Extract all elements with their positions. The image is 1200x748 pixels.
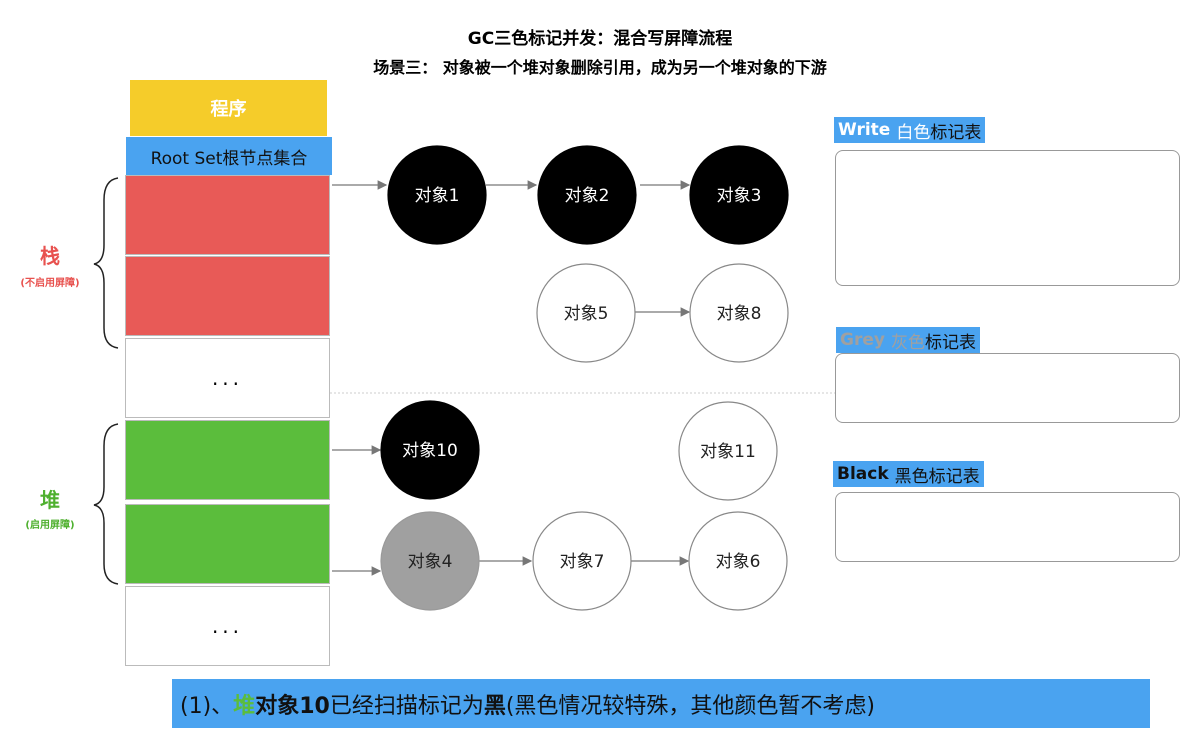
grey-table-color-word: 灰色 [890, 332, 925, 353]
step-number: (1)、 [180, 693, 234, 719]
node-circle [380, 511, 480, 611]
black-table-en: Black [837, 464, 889, 484]
grey-table-header: Grey 灰色 标记表 [836, 327, 980, 353]
node-obj7: 对象7 [532, 511, 632, 611]
node-obj4: 对象4 [380, 511, 480, 611]
stack-brace [93, 177, 119, 349]
diagram-subtitle: 场景三： 对象被一个堆对象删除引用，成为另一个堆对象的下游 [373, 58, 827, 77]
step-caption: (1)、 堆 对象10 已经扫描标记为 黑 (黑色情况较特殊，其他颜色暂不考虑) [172, 679, 1150, 728]
step-middle: 已经扫描标记为 [329, 693, 484, 719]
heap-cell [125, 504, 330, 584]
heap-note: (启用屏障) [25, 520, 75, 531]
node-circle [536, 263, 636, 363]
heap-brace [93, 423, 119, 585]
white-table-color-word: 白色 [896, 122, 931, 143]
step-suffix: (黑色情况较特殊，其他颜色暂不考虑) [505, 693, 876, 719]
node-circle [532, 511, 632, 611]
node-circle [387, 145, 487, 245]
stack-label: 栈 [40, 244, 60, 268]
black-table-color-word: 黑色 [894, 466, 929, 487]
node-circle [688, 511, 788, 611]
node-circle [689, 263, 789, 363]
node-label: 对象5 [564, 304, 609, 324]
step-heap-word: 堆 [233, 693, 256, 719]
node-label: 对象8 [717, 304, 762, 324]
node-obj5: 对象5 [536, 263, 636, 363]
step-object: 对象10 [255, 693, 330, 719]
heap-ellipsis-cell: ... [125, 586, 330, 666]
stack-cell [125, 256, 330, 336]
stack-cell [125, 175, 330, 255]
node-circle [380, 400, 480, 500]
node-label: 对象1 [415, 186, 460, 206]
diagram-title: GC三色标记并发：混合写屏障流程 [467, 29, 733, 49]
node-label: 对象4 [408, 552, 453, 572]
grey-mark-table [835, 353, 1180, 423]
heap-label: 堆 [40, 488, 60, 512]
step-black-word: 黑 [483, 693, 506, 719]
black-mark-table [835, 492, 1180, 562]
node-circle [689, 145, 789, 245]
black-table-title-rest: 标记表 [928, 466, 980, 487]
node-label: 对象10 [402, 441, 458, 461]
white-table-en: Write [838, 120, 891, 140]
node-label: 对象7 [560, 552, 605, 572]
node-circle [678, 401, 778, 501]
node-obj6: 对象6 [688, 511, 788, 611]
rootset-block: Root Set根节点集合 [126, 137, 332, 175]
node-obj3: 对象3 [689, 145, 789, 245]
program-block: 程序 [130, 80, 327, 136]
node-circle [537, 145, 637, 245]
node-obj1: 对象1 [387, 145, 487, 245]
heap-cell [125, 420, 330, 500]
node-obj8: 对象8 [689, 263, 789, 363]
node-obj10: 对象10 [380, 400, 480, 500]
node-label: 对象6 [716, 552, 761, 572]
node-label: 对象11 [700, 442, 756, 462]
stack-note: (不启用屏障) [20, 278, 80, 289]
grey-table-title-rest: 标记表 [924, 332, 976, 353]
node-obj2: 对象2 [537, 145, 637, 245]
white-mark-table [835, 150, 1180, 286]
white-table-title-rest: 标记表 [930, 122, 982, 143]
white-table-header: Write 白色 标记表 [834, 117, 986, 143]
node-label: 对象3 [717, 186, 762, 206]
stack-ellipsis-cell: ... [125, 338, 330, 418]
node-label: 对象2 [565, 186, 610, 206]
grey-table-en: Grey [840, 330, 885, 350]
node-obj11: 对象11 [678, 401, 778, 501]
black-table-header: Black 黑色 标记表 [833, 461, 984, 487]
